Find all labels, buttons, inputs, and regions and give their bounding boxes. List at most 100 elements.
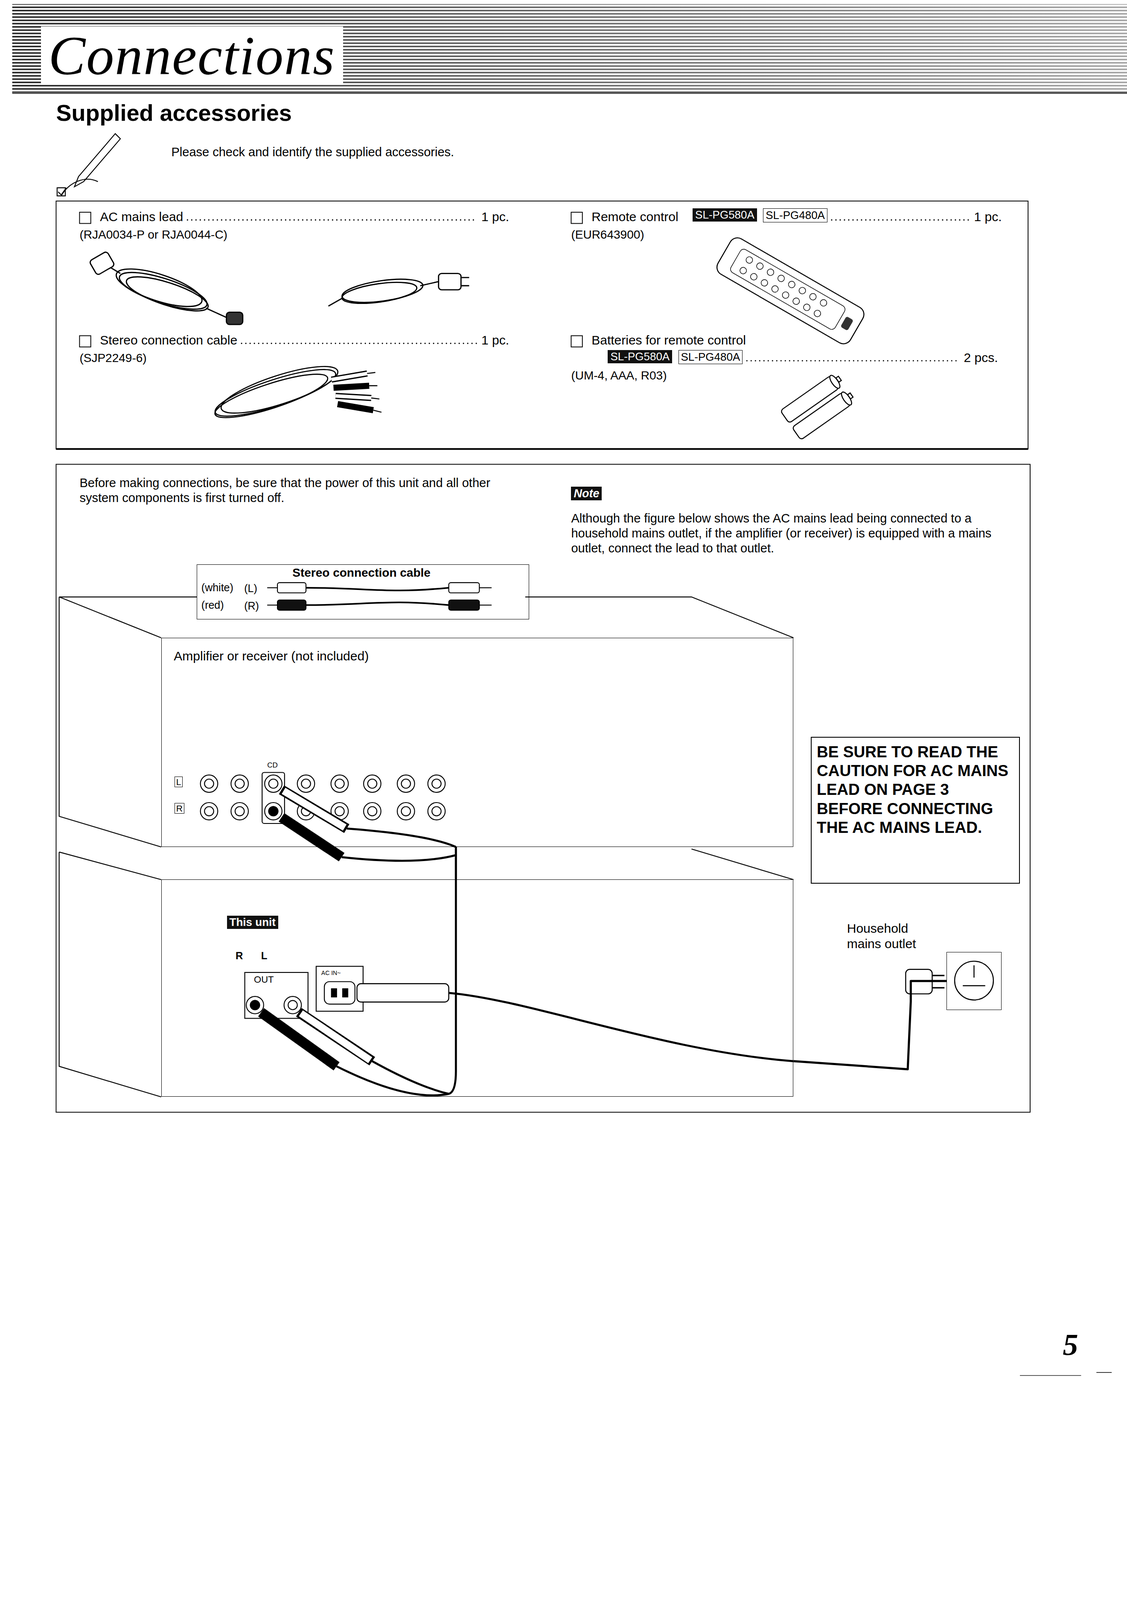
stereo-cable-plugs-part xyxy=(448,582,480,593)
batteries-drawing-part xyxy=(839,390,854,407)
model-badge: SL-PG480A xyxy=(678,349,743,365)
quantity: 2 pcs. xyxy=(963,349,999,366)
amplifier-outline xyxy=(59,596,794,847)
dot-leader xyxy=(746,359,960,362)
unit-side-plugs-part xyxy=(336,879,457,1095)
jack-label: OUT xyxy=(253,973,274,985)
amplifier-jacks-part xyxy=(397,774,415,793)
caution-text: BE SURE TO READ THE CAUTION FOR AC MAINS… xyxy=(816,742,1014,838)
unit-outline-part xyxy=(59,848,794,1097)
remote-control-drawing-part xyxy=(840,316,854,331)
cable-label-box: Stereo connection cable(white)(L)(red)(R… xyxy=(196,564,530,620)
model-badge: SL-PG580A xyxy=(607,349,673,364)
page-number: 5 xyxy=(1062,1325,1078,1363)
ac-plug-and-cord xyxy=(357,969,945,1061)
remote-control-drawing-part xyxy=(808,292,818,302)
unit-side-plugs-part xyxy=(298,1011,373,1061)
cable-connector xyxy=(793,980,947,1069)
remote-control-drawing-part xyxy=(728,247,847,331)
amplifier-jacks-part xyxy=(428,802,446,820)
batteries-drawing-part xyxy=(792,392,851,440)
ac-mains-lead-drawing-part xyxy=(110,267,121,274)
title-banner-part xyxy=(12,4,1127,94)
stereo-cable-plugs-part xyxy=(267,587,278,589)
outlet-label: Household mains outlet xyxy=(847,920,939,952)
outlet-symbol xyxy=(954,961,994,1000)
dot-leaders xyxy=(187,219,970,361)
stereo-cable-plugs-part xyxy=(305,587,449,606)
device-name: Amplifier or receiver (not included) xyxy=(173,648,369,664)
instruction-text: Before making connections, be sure that … xyxy=(79,475,524,506)
note-badge: Note xyxy=(570,486,602,501)
outlet-symbol-part xyxy=(962,964,986,986)
ac-mains-lead-drawing-part xyxy=(226,311,243,325)
ac-mains-lead-drawing-part xyxy=(340,278,419,307)
box-title: Stereo connection cable xyxy=(197,565,526,580)
cable-connector xyxy=(454,846,458,880)
unit-outline-part xyxy=(316,966,364,1011)
amplifier-jacks-part xyxy=(230,802,249,820)
pen-icon-part xyxy=(74,133,121,187)
batteries-drawing-part xyxy=(835,375,842,382)
unit-outline-part xyxy=(331,988,337,997)
amplifier-jacks-part xyxy=(200,802,219,820)
stereo-cable-drawing-part xyxy=(331,373,374,411)
accessories-panel-part xyxy=(55,448,1028,450)
connection-panel xyxy=(55,464,1030,1113)
amplifier-jacks-part xyxy=(264,802,283,820)
pen-icon xyxy=(57,133,121,196)
ac-mains-lead-drawing-part xyxy=(89,250,116,276)
channel-label: R xyxy=(174,802,185,814)
unit-outline xyxy=(59,848,794,1097)
title-banner-part xyxy=(12,91,1127,94)
stereo-cable-plugs xyxy=(267,582,492,611)
ac-mains-lead-drawing-part xyxy=(438,273,462,290)
amplifier-side-plugs-part xyxy=(341,828,457,861)
caution-box: BE SURE TO READ THE CAUTION FOR AC MAINS… xyxy=(810,736,1020,884)
remote-control-drawing-part xyxy=(749,272,759,282)
connection-panel-part xyxy=(55,464,1030,1113)
unit-outline-part xyxy=(244,972,309,1019)
stereo-cable-plugs-part xyxy=(277,582,306,593)
note-text: Although the figure below shows the AC m… xyxy=(570,510,1020,556)
section-heading: Supplied accessories xyxy=(55,99,292,127)
amplifier-jacks-part xyxy=(363,774,382,793)
remote-control-drawing-part xyxy=(776,273,786,283)
wire-colour: (red) xyxy=(201,598,225,612)
channel-label: R xyxy=(235,949,243,962)
remote-control-drawing xyxy=(713,234,867,347)
unit-jacks-part xyxy=(284,995,302,1014)
stereo-cable-drawing-part xyxy=(216,357,342,423)
accessories-panel-part xyxy=(79,335,91,347)
ac-plug-and-cord-part xyxy=(357,983,449,1002)
stereo-cable-drawing-part xyxy=(211,360,340,426)
channel-label: (L) xyxy=(244,581,258,595)
amplifier-jacks-part xyxy=(331,774,349,793)
ac-mains-lead-drawing-part xyxy=(115,265,211,317)
stereo-cable-plugs-part xyxy=(479,587,492,589)
ac-plug-and-cord-part xyxy=(448,992,794,1061)
stereo-cable-drawing-part xyxy=(366,372,382,412)
model-badge: SL-PG580A xyxy=(692,208,758,222)
ac-mains-lead-drawing-part xyxy=(328,297,343,306)
remote-control-drawing-part xyxy=(812,308,822,318)
socket-label: AC IN~ xyxy=(321,969,341,977)
remote-control-drawing-part xyxy=(791,296,801,306)
amplifier-jacks-part xyxy=(268,805,279,816)
remote-control-drawing-part xyxy=(755,261,765,271)
item-name: Stereo connection cable xyxy=(99,332,238,348)
part-number: (UM-4, AAA, R03) xyxy=(570,368,667,383)
amplifier-jacks-part xyxy=(397,802,415,820)
item-name: Remote control xyxy=(591,209,679,225)
batteries-drawing xyxy=(780,372,857,440)
remote-control-drawing-part xyxy=(781,290,791,300)
stereo-cable-drawing-part xyxy=(331,373,372,398)
batteries-drawing-part xyxy=(847,392,854,399)
part-number: (SJP2249-6) xyxy=(79,350,147,366)
unit-jacks-part xyxy=(246,995,264,1014)
stereo-cable-plugs-part xyxy=(448,599,480,611)
part-number: (RJA0034-P or RJA0044-C) xyxy=(79,227,228,242)
quantity: 1 pc. xyxy=(481,209,510,225)
stereo-cable-plugs-part xyxy=(267,604,278,606)
